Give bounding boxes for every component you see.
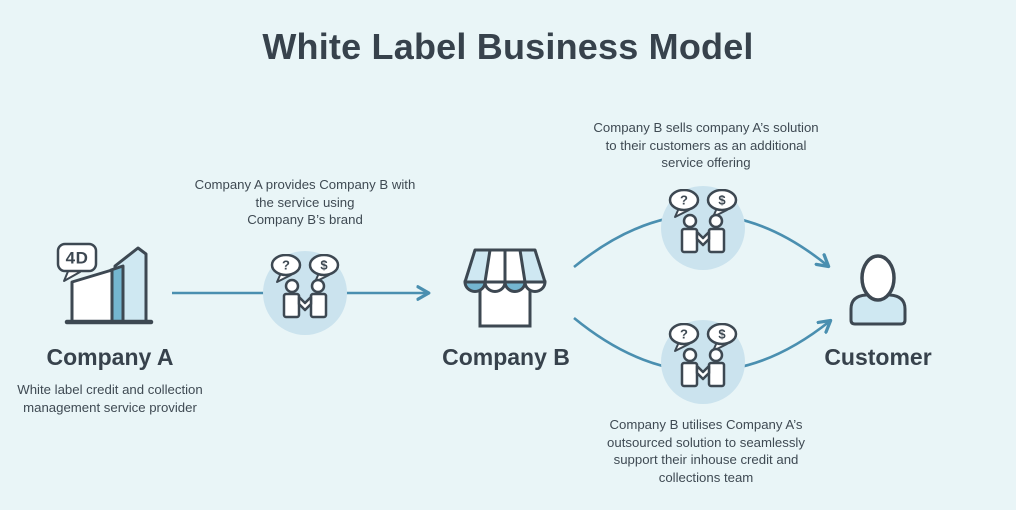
svg-text:$: $ bbox=[320, 258, 328, 273]
svg-text:?: ? bbox=[680, 327, 688, 342]
annotation-a-to-b: Company A provides Company B with the se… bbox=[194, 177, 416, 228]
svg-text:?: ? bbox=[680, 193, 688, 208]
svg-text:$: $ bbox=[718, 193, 726, 208]
handshake-icon: ? $ bbox=[668, 323, 738, 388]
handshake-circle-bottom: ? $ bbox=[661, 320, 745, 404]
dollar-bubble-icon bbox=[706, 323, 738, 346]
company-b-label: Company B bbox=[442, 344, 570, 370]
handshake-circle-a-b: ? $ bbox=[263, 251, 347, 335]
svg-text:$: $ bbox=[718, 327, 726, 342]
dollar-bubble-icon bbox=[706, 189, 738, 212]
person-icon bbox=[849, 254, 907, 326]
dollar-bubble-icon bbox=[308, 254, 340, 277]
svg-text:?: ? bbox=[282, 258, 290, 273]
storefront-icon bbox=[463, 248, 547, 328]
annotation-b-to-customer-top: Company B sells company A’s solution to … bbox=[593, 120, 819, 171]
badge-4d: 4D bbox=[56, 242, 98, 282]
customer-label: Customer bbox=[824, 344, 932, 370]
company-a-label: Company A bbox=[46, 344, 174, 370]
handshake-circle-top: ? $ bbox=[661, 186, 745, 270]
annotation-b-to-customer-bottom: Company B utilises Company A’s outsource… bbox=[607, 417, 805, 485]
handshake-icon: ? $ bbox=[668, 189, 738, 254]
company-a-description: White label credit and collection manage… bbox=[17, 382, 203, 415]
question-bubble-icon bbox=[668, 323, 700, 346]
question-bubble-icon bbox=[668, 189, 700, 212]
building-icon: 4D bbox=[56, 242, 154, 325]
page-title: White Label Business Model bbox=[262, 26, 754, 67]
svg-text:4D: 4D bbox=[66, 249, 89, 268]
handshake-icon: ? $ bbox=[270, 254, 340, 319]
question-bubble-icon bbox=[270, 254, 302, 277]
